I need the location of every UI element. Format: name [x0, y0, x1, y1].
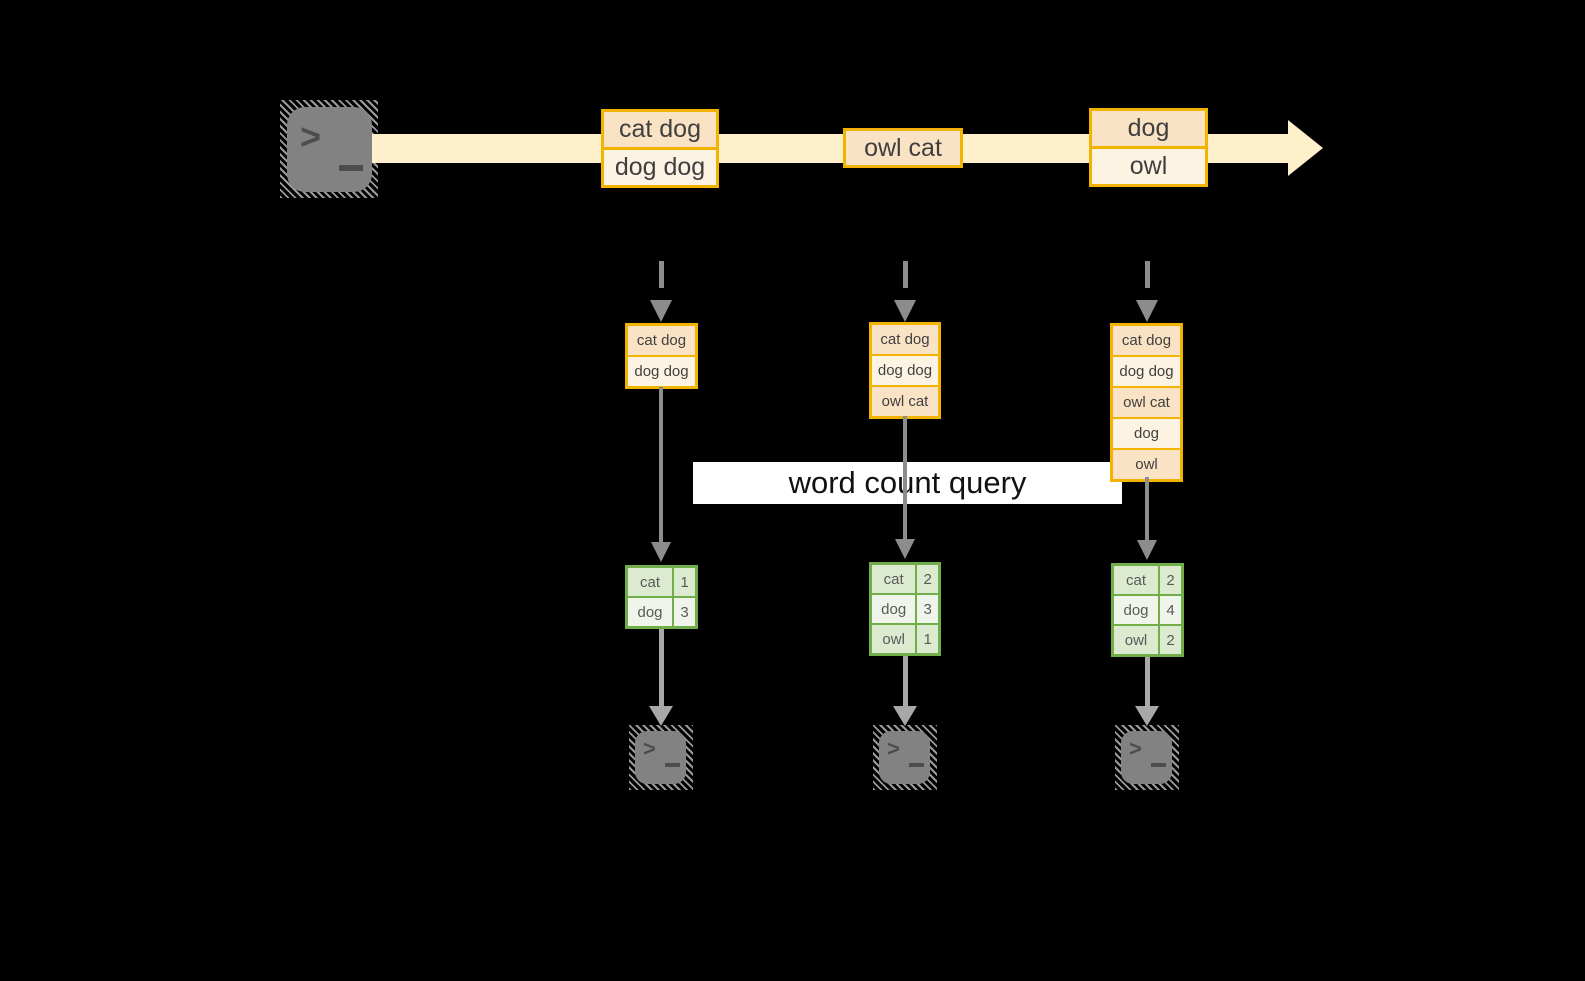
- terminal-prompt-underscore-icon: [909, 763, 924, 767]
- count-word-cell: cat: [1114, 566, 1158, 594]
- state-stack-2: cat dog dog dog owl cat: [869, 322, 941, 419]
- count-value-cell: 2: [1158, 626, 1181, 654]
- count-word-cell: dog: [628, 598, 672, 626]
- state-record: cat dog: [1113, 326, 1180, 355]
- dashed-arrow: [659, 261, 664, 288]
- state-record: owl cat: [872, 385, 938, 416]
- count-row: cat 1: [628, 568, 695, 596]
- stream-record: owl: [1092, 146, 1205, 184]
- sink-terminal-icon: >: [629, 725, 693, 790]
- count-value-cell: 4: [1158, 596, 1181, 624]
- count-word-cell: dog: [872, 595, 916, 623]
- stream-record: dog dog: [604, 147, 716, 185]
- connector-line: [659, 387, 663, 542]
- arrowhead-icon: [1137, 540, 1157, 560]
- count-row: cat 2: [872, 565, 938, 593]
- count-row: dog 4: [1114, 594, 1181, 624]
- terminal-prompt-chevron-icon: >: [887, 736, 900, 761]
- terminal-icon: >: [879, 731, 930, 784]
- stream-batch-2: owl cat: [843, 128, 963, 168]
- state-stack-1: cat dog dog dog: [625, 323, 698, 389]
- terminal-icon: >: [287, 107, 372, 192]
- state-record: dog: [1113, 417, 1180, 448]
- dashed-arrow: [1145, 261, 1150, 288]
- arrowhead-icon: [651, 542, 671, 562]
- count-value-cell: 3: [915, 595, 938, 623]
- arrowhead-icon: [894, 300, 916, 322]
- dashed-arrow: [903, 261, 908, 288]
- count-word-cell: cat: [872, 565, 916, 593]
- arrowhead-icon: [650, 300, 672, 322]
- count-table-3: cat 2 dog 4 owl 2: [1111, 563, 1184, 657]
- sink-terminal-icon: >: [873, 725, 937, 790]
- count-word-cell: cat: [628, 568, 672, 596]
- count-word-cell: owl: [1114, 626, 1158, 654]
- terminal-prompt-chevron-icon: >: [1129, 736, 1142, 761]
- connector-line: [903, 416, 907, 540]
- stream-batch-1: cat dog dog dog: [601, 109, 719, 188]
- count-value-cell: 2: [915, 565, 938, 593]
- arrowhead-icon: [1135, 706, 1159, 726]
- connector-line: [1145, 657, 1150, 707]
- count-row: cat 2: [1114, 566, 1181, 594]
- count-value-cell: 2: [1158, 566, 1181, 594]
- sink-terminal-icon: >: [1115, 725, 1179, 790]
- state-record: dog dog: [872, 354, 938, 385]
- terminal-prompt-underscore-icon: [339, 165, 363, 171]
- count-row: owl 2: [1114, 624, 1181, 654]
- connector-line: [903, 656, 908, 707]
- count-value-cell: 1: [915, 625, 938, 653]
- source-terminal-icon: >: [280, 100, 378, 198]
- count-row: dog 3: [628, 596, 695, 626]
- state-record: owl: [1113, 448, 1180, 479]
- stream-record: dog: [1092, 111, 1205, 146]
- count-word-cell: owl: [872, 625, 916, 653]
- terminal-prompt-chevron-icon: >: [300, 116, 322, 157]
- terminal-icon: >: [635, 731, 686, 784]
- state-record: cat dog: [872, 325, 938, 354]
- arrowhead-icon: [649, 706, 673, 726]
- state-record: owl cat: [1113, 386, 1180, 417]
- stream-record: owl cat: [846, 131, 960, 165]
- count-word-cell: dog: [1114, 596, 1158, 624]
- terminal-icon: >: [1121, 731, 1172, 784]
- count-table-2: cat 2 dog 3 owl 1: [869, 562, 941, 656]
- stream-record: cat dog: [604, 112, 716, 147]
- count-value-cell: 3: [672, 598, 695, 626]
- terminal-prompt-underscore-icon: [1151, 763, 1166, 767]
- stream-batch-3: dog owl: [1089, 108, 1208, 187]
- connector-line: [1145, 477, 1149, 540]
- terminal-prompt-underscore-icon: [665, 763, 680, 767]
- arrowhead-icon: [893, 706, 917, 726]
- arrowhead-icon: [1136, 300, 1158, 322]
- arrowhead-icon: [895, 539, 915, 559]
- state-record: dog dog: [1113, 355, 1180, 386]
- terminal-prompt-chevron-icon: >: [643, 736, 656, 761]
- state-record: cat dog: [628, 326, 695, 355]
- state-record: dog dog: [628, 355, 695, 386]
- query-label: word count query: [693, 462, 1122, 504]
- connector-line: [659, 629, 664, 707]
- count-row: owl 1: [872, 623, 938, 653]
- stream-arrowhead-icon: [1288, 120, 1323, 176]
- count-row: dog 3: [872, 593, 938, 623]
- state-stack-3: cat dog dog dog owl cat dog owl: [1110, 323, 1183, 482]
- count-table-1: cat 1 dog 3: [625, 565, 698, 629]
- count-value-cell: 1: [672, 568, 695, 596]
